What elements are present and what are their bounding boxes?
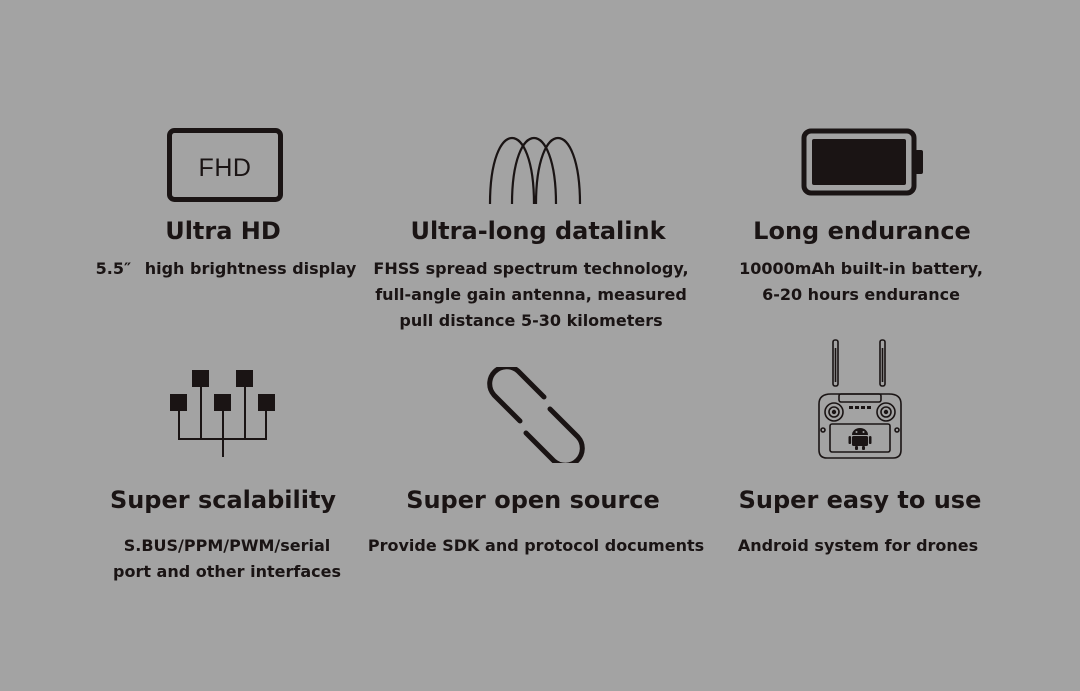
antenna-signal-icon <box>488 137 582 205</box>
interface-tree-icon <box>170 370 275 457</box>
feature-desc-datalink: FHSS spread spectrum technology, full-an… <box>373 259 689 330</box>
remote-controller-icon <box>818 339 902 459</box>
feature-desc-ultra-hd: 5.5″ high brightness display <box>95 259 357 278</box>
chain-link-icon <box>487 367 585 463</box>
feature-title-open-source: Super open source <box>406 486 660 514</box>
fhd-label: FHD <box>199 154 252 182</box>
feature-desc-scalability: S.BUS/PPM/PWM/serial port and other inte… <box>113 536 341 581</box>
battery-icon <box>801 128 923 196</box>
feature-title-ultra-hd: Ultra HD <box>165 217 281 245</box>
feature-title-scalability: Super scalability <box>109 486 337 514</box>
feature-title-datalink: Ultra-long datalink <box>410 217 666 245</box>
feature-desc-easy-to-use: Android system for drones <box>737 536 979 555</box>
feature-title-endurance: Long endurance <box>753 217 971 245</box>
fhd-display-icon: FHD <box>167 128 283 202</box>
feature-desc-open-source: Provide SDK and protocol documents <box>367 536 705 555</box>
feature-desc-endurance: 10000mAh built-in battery, 6-20 hours en… <box>739 259 983 304</box>
feature-title-easy-to-use: Super easy to use <box>738 486 982 514</box>
